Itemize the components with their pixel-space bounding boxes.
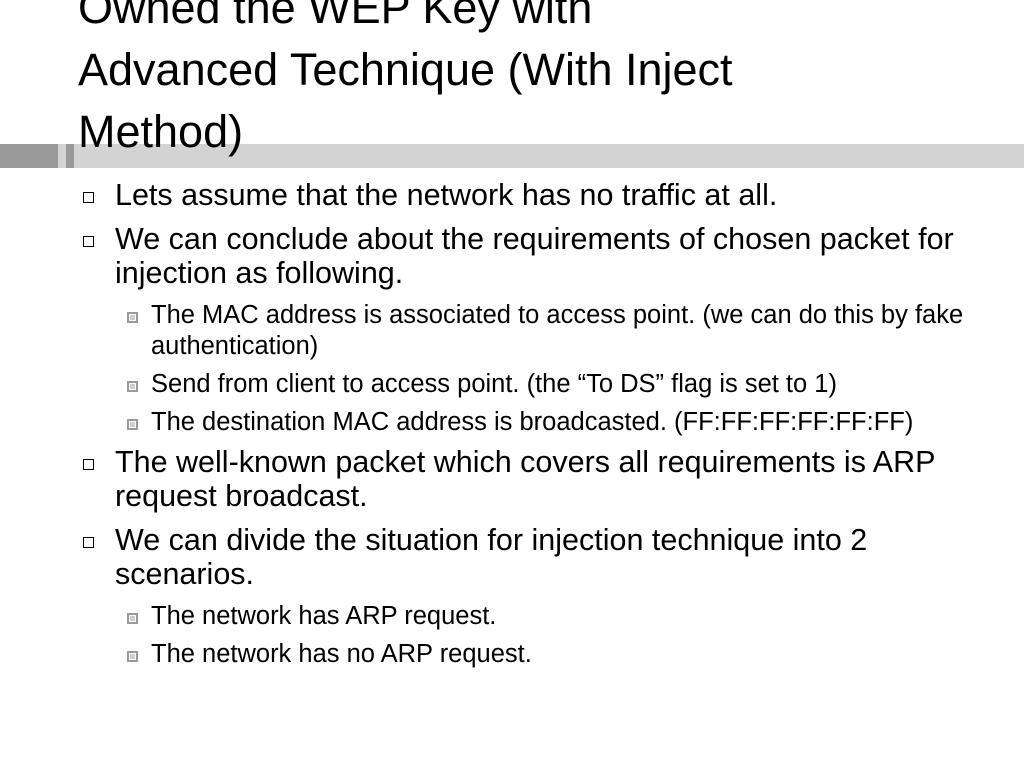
title-band [0, 144, 1024, 168]
slide-body: Lets assume that the network has no traf… [78, 178, 978, 677]
gray-square-bullet-icon [127, 419, 138, 430]
sub-bullet-text: The network has ARP request. [151, 602, 497, 630]
sub-bullet-text: The destination MAC address is broadcast… [151, 408, 914, 436]
bullet-text: The well-known packet which covers all r… [115, 445, 935, 513]
hollow-square-bullet-icon [83, 459, 94, 470]
bullet-item: We can conclude about the requirements o… [78, 222, 978, 290]
bullet-text: Lets assume that the network has no traf… [115, 178, 778, 212]
sub-bullet-item: The network has no ARP request. [115, 639, 978, 670]
bullet-item: We can divide the situation for injectio… [78, 523, 978, 591]
hollow-square-bullet-icon [83, 192, 94, 203]
slide-title: Owned the WEP Key with Advanced Techniqu… [78, 0, 733, 157]
sub-bullet-item: The MAC address is associated to access … [115, 300, 978, 362]
title-band-accent [0, 144, 58, 168]
sub-bullet-text: The network has no ARP request. [151, 640, 532, 668]
sub-bullet-text: The MAC address is associated to access … [151, 301, 964, 360]
bullet-text: We can divide the situation for injectio… [115, 523, 868, 591]
bullet-item: The well-known packet which covers all r… [78, 445, 978, 513]
sub-bullet-item: Send from client to access point. (the “… [115, 369, 978, 400]
hollow-square-bullet-icon [83, 236, 94, 247]
gray-square-bullet-icon [127, 381, 138, 392]
gray-square-bullet-icon [127, 613, 138, 624]
bullet-text: We can conclude about the requirements o… [115, 222, 954, 290]
hollow-square-bullet-icon [83, 537, 94, 548]
gray-square-bullet-icon [127, 651, 138, 662]
title-band-accent-small [66, 144, 74, 168]
sub-bullet-item: The network has ARP request. [115, 601, 978, 632]
sub-bullet-text: Send from client to access point. (the “… [151, 370, 837, 398]
sub-bullet-item: The destination MAC address is broadcast… [115, 407, 978, 438]
gray-square-bullet-icon [127, 312, 138, 323]
bullet-item: Lets assume that the network has no traf… [78, 178, 978, 212]
